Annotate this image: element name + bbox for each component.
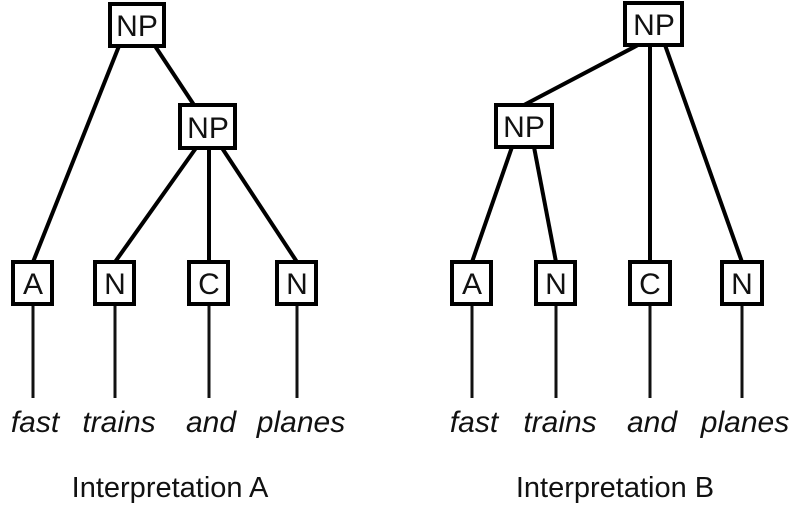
tree-edge-inner-to-leaf2 [113,146,198,264]
tree-node-leaf1-A[interactable]: A [450,260,493,306]
node-box [187,260,230,306]
tree-node-leaf1-A[interactable]: A [11,260,54,306]
tree-node-inner-NP[interactable]: NP [178,103,237,150]
node-box [628,260,672,306]
terminal-word-3: planes [700,406,789,439]
node-box [108,2,166,48]
node-box [178,103,237,150]
node-label: N [545,268,567,301]
node-label: NP [633,9,675,42]
node-box [720,260,764,306]
tree-edge-root-to-leaf4 [663,44,744,263]
node-label: A [23,268,43,301]
node-box [93,260,136,306]
tree-node-leaf4-N[interactable]: N [720,260,764,306]
node-label: N [104,268,126,301]
tree-edge-root-to-inner [153,44,196,107]
node-box [11,260,54,306]
node-label: N [731,268,753,301]
node-label: N [286,268,308,301]
node-label: C [198,268,220,301]
tree-caption: Interpretation B [516,472,714,504]
tree-node-leaf4-N[interactable]: N [275,260,318,306]
terminal-word-1: trains [523,406,596,439]
tree-edge-inner-to-leaf4 [220,146,299,264]
tree-node-leaf3-C[interactable]: C [187,260,230,306]
tree-node-inner-NP[interactable]: NP [494,103,554,149]
terminal-word-0: fast [11,406,61,439]
node-label: A [462,268,482,301]
node-box [534,260,577,306]
node-label: NP [503,111,545,144]
terminal-word-3: planes [256,406,345,439]
terminal-word-2: and [186,406,237,439]
tree-edge-root-to-leaf1 [31,45,121,263]
tree-node-leaf3-C[interactable]: C [628,260,672,306]
node-label: NP [187,112,229,145]
node-box [623,1,684,47]
node-box [494,103,554,149]
tree-edge-inner-to-leaf2 [532,146,558,263]
terminal-word-1: trains [82,406,155,439]
node-box [275,260,318,306]
tree-node-leaf2-N[interactable]: N [93,260,136,306]
tree-node-leaf2-N[interactable]: N [534,260,577,306]
tree-node-root-NP[interactable]: NP [108,2,166,48]
terminal-word-2: and [627,406,678,439]
node-label: NP [116,10,158,43]
tree-edge-root-to-inner [523,43,639,107]
tree-caption: Interpretation A [72,472,269,504]
node-box [450,260,493,306]
node-label: C [639,268,661,301]
tree-node-root-NP[interactable]: NP [623,1,684,47]
tree-edge-inner-to-leaf1 [470,146,514,263]
terminal-word-0: fast [450,406,500,439]
